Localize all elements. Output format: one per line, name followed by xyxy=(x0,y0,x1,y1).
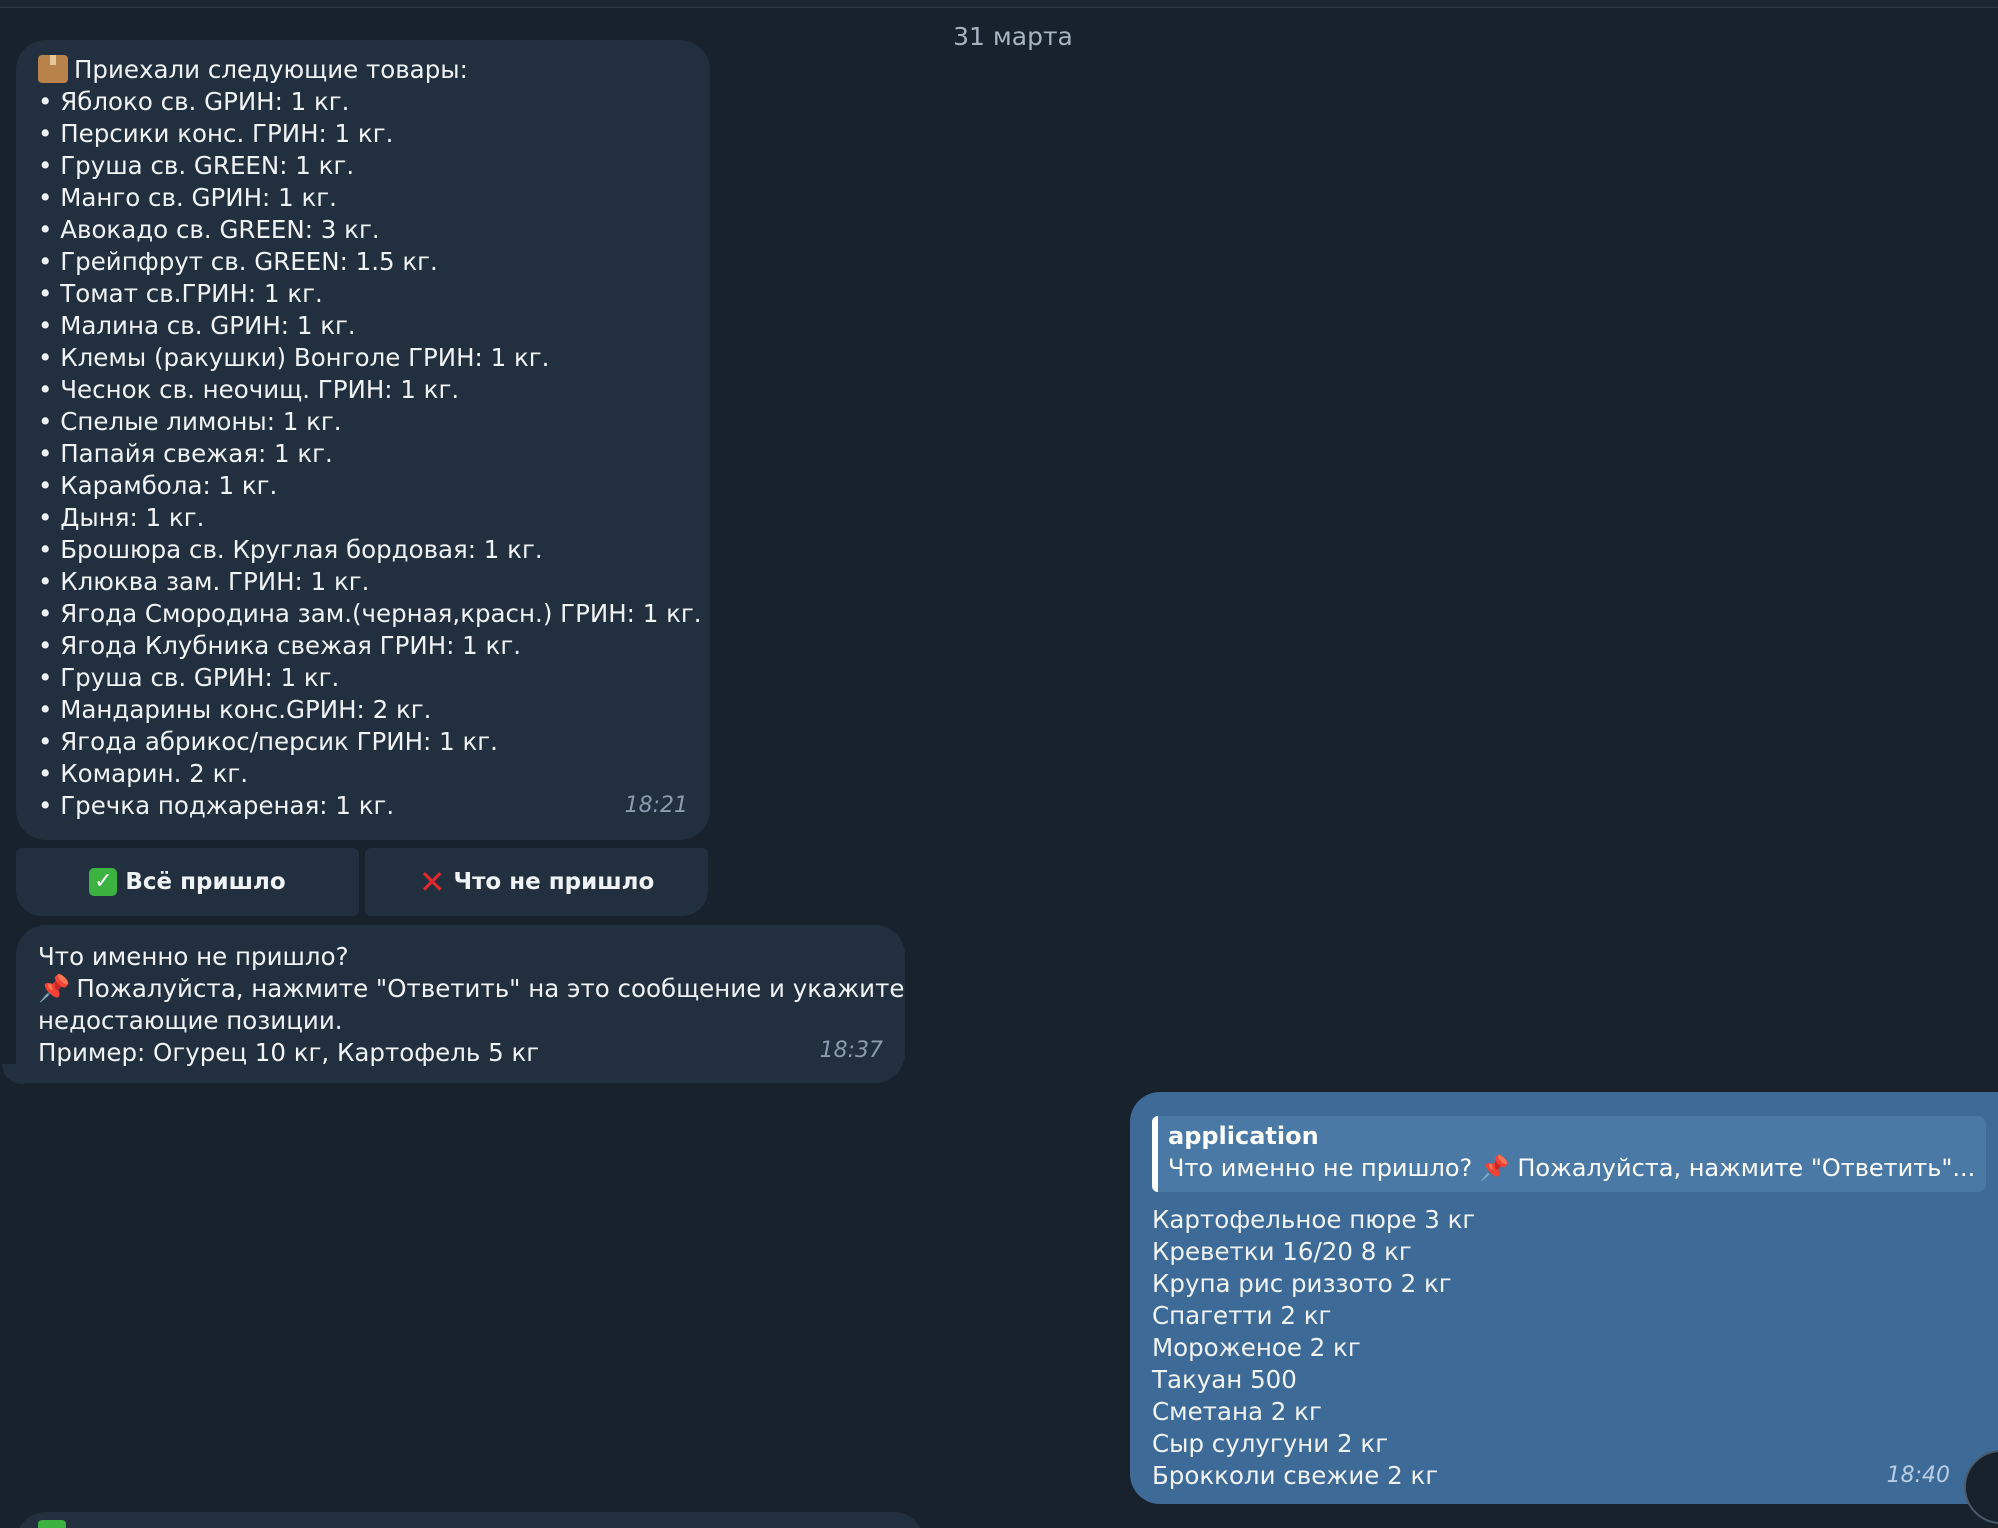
message-what-missing[interactable]: Что именно не пришло? 📌Пожалуйста, нажми… xyxy=(16,925,905,1083)
cross-mark-icon: ✕ xyxy=(418,863,446,901)
list-item: Сметана 2 кг xyxy=(1152,1397,1322,1426)
list-item: • Дыня: 1 кг. xyxy=(38,503,205,532)
missing-item-list: Картофельное пюре 3 кг Креветки 16/20 8 к… xyxy=(1152,1204,1992,1492)
list-item: • Ягода абрикос/персик ГРИН: 1 кг. xyxy=(38,727,498,756)
list-item: Крупа рис риззото 2 кг xyxy=(1152,1269,1452,1298)
list-item: Картофельное пюре 3 кг xyxy=(1152,1205,1476,1234)
pushpin-icon: 📌 xyxy=(38,974,71,1004)
list-item: Креветки 16/20 8 кг xyxy=(1152,1237,1412,1266)
message-delivered-items[interactable]: Приехали следующие товары: • Яблоко св. … xyxy=(16,40,710,840)
list-item: • Ягода Смородина зам.(черная,красн.) ГР… xyxy=(38,599,702,628)
date-separator: 31 марта xyxy=(953,22,1073,51)
message-time: 18:40 xyxy=(1886,1463,1950,1488)
list-item: • Клемы (ракушки) Вонголе ГРИН: 1 кг. xyxy=(38,343,550,372)
inline-keyboard: ✓ Всё пришло ✕ Что не пришло xyxy=(16,848,710,916)
list-item: • Яблоко св. GРИН: 1 кг. xyxy=(38,87,350,116)
list-item: • Авокадо св. GREEN: 3 кг. xyxy=(38,215,380,244)
message-time: 18:21 xyxy=(624,793,688,818)
list-item: • Грейпфрут св. GREEN: 1.5 кг. xyxy=(38,247,438,276)
all-arrived-button[interactable]: ✓ Всё пришло xyxy=(16,848,359,916)
list-item: Брокколи свежие 2 кг xyxy=(1152,1461,1439,1490)
message-partial xyxy=(16,1512,924,1528)
item-list: • Яблоко св. GРИН: 1 кг. • Персики конс. … xyxy=(38,86,702,822)
list-item: • Манго св. GРИН: 1 кг. xyxy=(38,183,337,212)
message-header: Приехали следующие товары: xyxy=(38,54,690,86)
list-item: • Клюква зам. ГРИН: 1 кг. xyxy=(38,567,370,596)
list-item: • Карамбола: 1 кг. xyxy=(38,471,278,500)
list-item: • Малина св. GРИН: 1 кг. xyxy=(38,311,356,340)
list-item: • Чеснок св. неочищ. ГРИН: 1 кг. xyxy=(38,375,460,404)
list-item: Мороженое 2 кг xyxy=(1152,1333,1361,1362)
message-line: Пример: Огурец 10 кг, Картофель 5 кг xyxy=(38,1038,540,1067)
message-line: 📌Пожалуйста, нажмите "Ответить" на это с… xyxy=(38,974,905,1004)
list-item: • Мандарины конс.GРИН: 2 кг. xyxy=(38,695,432,724)
list-item: • Спелые лимоны: 1 кг. xyxy=(38,407,342,436)
message-line: Что именно не пришло? xyxy=(38,942,349,971)
not-arrived-button[interactable]: ✕ Что не пришло xyxy=(365,848,708,916)
list-item: • Груша св. GРИН: 1 кг. xyxy=(38,663,340,692)
list-item: Сыр сулугуни 2 кг xyxy=(1152,1429,1389,1458)
reply-preview: Что именно не пришло? 📌 Пожалуйста, нажм… xyxy=(1168,1154,1976,1182)
list-item: • Гречка поджареная: 1 кг. xyxy=(38,791,395,820)
list-item: • Персики конс. ГРИН: 1 кг. xyxy=(38,119,394,148)
message-reply-missing-items[interactable]: application Что именно не пришло? 📌 Пожа… xyxy=(1130,1092,1998,1524)
top-border xyxy=(0,0,1998,8)
list-item: • Комарин. 2 кг. xyxy=(38,759,249,788)
list-item: • Ягода Клубника свежая ГРИН: 1 кг. xyxy=(38,631,522,660)
list-item: • Груша св. GREEN: 1 кг. xyxy=(38,151,355,180)
package-icon xyxy=(38,55,68,83)
list-item: • Папайя свежая: 1 кг. xyxy=(38,439,333,468)
reply-sender: application xyxy=(1168,1122,1319,1150)
list-item: Спагетти 2 кг xyxy=(1152,1301,1332,1330)
list-item: Такуан 500 xyxy=(1152,1365,1297,1394)
message-line: недостающие позиции. xyxy=(38,1006,343,1035)
list-item: • Брошюра св. Круглая бордовая: 1 кг. xyxy=(38,535,543,564)
list-item: • Томат св.ГРИН: 1 кг. xyxy=(38,279,323,308)
message-time: 18:37 xyxy=(819,1038,883,1063)
reply-quote[interactable]: application Что именно не пришло? 📌 Пожа… xyxy=(1152,1116,1986,1192)
check-mark-icon xyxy=(38,1520,66,1528)
check-mark-icon: ✓ xyxy=(89,868,118,896)
